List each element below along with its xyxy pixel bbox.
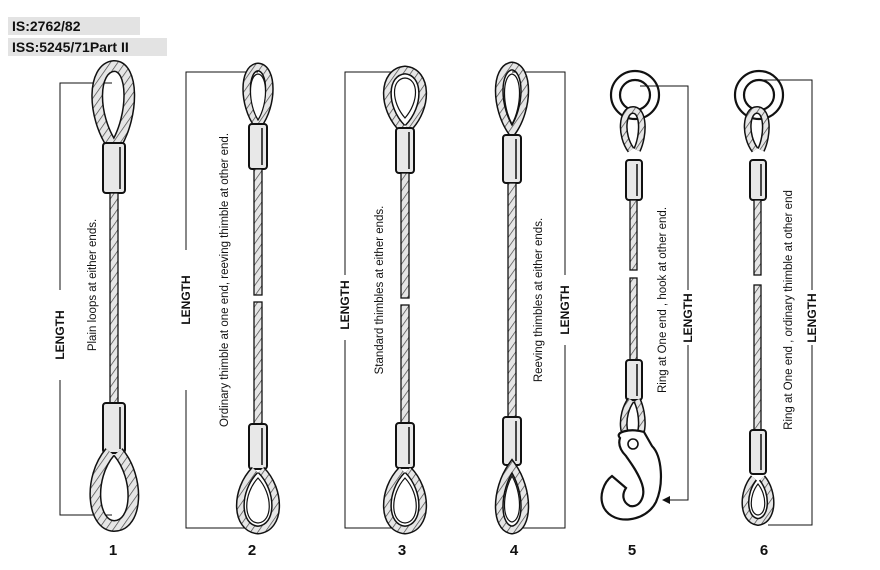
sling-5: LENGTH Ring at One end , hook at other e… [600,69,695,559]
sling-2: LENGTH Ordinary thimble at one end, reev… [179,62,281,559]
sling-4: LENGTH Reeving thimbles at either ends. … [494,61,572,559]
sling-description: Plain loops at either ends. [87,219,99,351]
wire-rope [253,301,263,425]
sling-number: 2 [248,542,256,559]
sling-description: Ordinary thimble at one end, reeving thi… [219,133,231,427]
sling-description: Standard thimbles at either ends. [374,206,386,375]
sling-1: LENGTH Plain loops at either ends. 1 [53,59,140,559]
length-label: LENGTH [53,310,67,359]
wire-rope [753,284,762,431]
sling-number: 4 [510,542,519,559]
standard-label-2: ISS:5245/71Part II [8,38,167,56]
ferrule [102,402,126,454]
ferrule [749,429,767,475]
ferrule [502,134,522,184]
ferrule [395,127,415,174]
wire-rope [109,192,119,404]
sling-description: Ring at One end , hook at other end. [657,207,669,393]
master-ring [609,69,661,121]
wire-rope [253,168,263,296]
wire-rope [507,182,517,418]
sling-number: 3 [398,542,406,559]
wire-rope [629,199,638,271]
standard-label-1: IS:2762/82 [8,17,140,35]
ferrule [749,159,767,201]
length-label: LENGTH [179,275,193,324]
ferrule [625,359,643,401]
sling-6: LENGTH Ring at One end , ordinary thimbl… [733,69,819,559]
ferrule [102,142,126,194]
hook-icon [600,429,662,521]
ferrule [248,423,268,470]
master-ring [733,69,785,121]
ferrule [625,159,643,201]
length-label: LENGTH [558,285,572,334]
length-label: LENGTH [338,280,352,329]
wire-rope [753,199,762,276]
length-label: LENGTH [681,293,695,342]
wire-rope [629,277,638,361]
sling-description: Ring at One end , ordinary thimble at ot… [783,190,795,430]
ferrule [395,422,415,469]
sling-number: 6 [760,542,768,559]
length-label: LENGTH [805,293,819,342]
wire-rope [400,172,410,299]
wire-rope [400,304,410,424]
sling-3: LENGTH Standard thimbles at either ends.… [338,65,428,559]
sling-description: Reeving thimbles at either ends. [533,218,545,382]
ferrule [248,123,268,170]
sling-number: 5 [628,542,636,559]
sling-number: 1 [109,542,117,559]
ferrule [502,416,522,466]
